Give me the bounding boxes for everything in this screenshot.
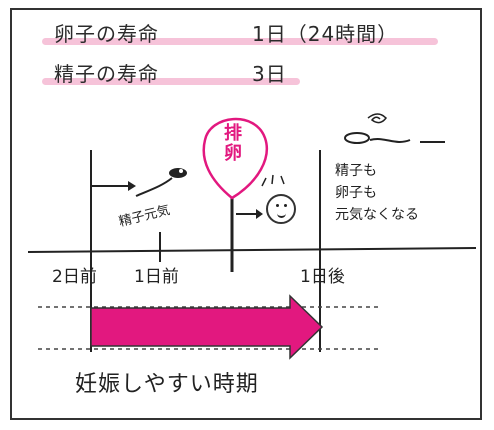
sperm-eye xyxy=(179,169,183,173)
egg-face-icon xyxy=(266,194,296,224)
highlight-sperm-life xyxy=(42,78,300,85)
tired-sperm-head xyxy=(344,132,370,144)
egg-life-label: 卵子の寿命 xyxy=(54,22,159,46)
fertile-period-arrow xyxy=(90,294,324,360)
ovulation-bubble xyxy=(202,117,268,200)
sperm-head xyxy=(169,168,187,178)
tired-note: 精子も 卵子も 元気なくなる xyxy=(335,163,419,223)
ovulation-label: 排 卵 xyxy=(224,123,242,164)
label-1-day-after: 1日後 xyxy=(300,267,345,287)
sperm-tail xyxy=(135,177,173,197)
arrow-ovulation-head xyxy=(256,209,263,219)
label-2-days-before: 2日前 xyxy=(52,267,97,287)
egg-life-value: 1日（24時間） xyxy=(252,22,399,46)
timeline-axis xyxy=(27,247,477,253)
arrow-sperm-head xyxy=(128,181,136,191)
fertile-period-title: 妊娠しやすい時期 xyxy=(75,372,259,397)
sperm-life-value: 3日 xyxy=(252,62,287,86)
sperm-life-label: 精子の寿命 xyxy=(54,62,159,86)
label-1-day-before: 1日前 xyxy=(134,267,179,287)
highlight-egg-life xyxy=(42,38,438,45)
dizzy-swirl xyxy=(367,113,387,124)
tired-sperm-tail xyxy=(369,138,411,143)
